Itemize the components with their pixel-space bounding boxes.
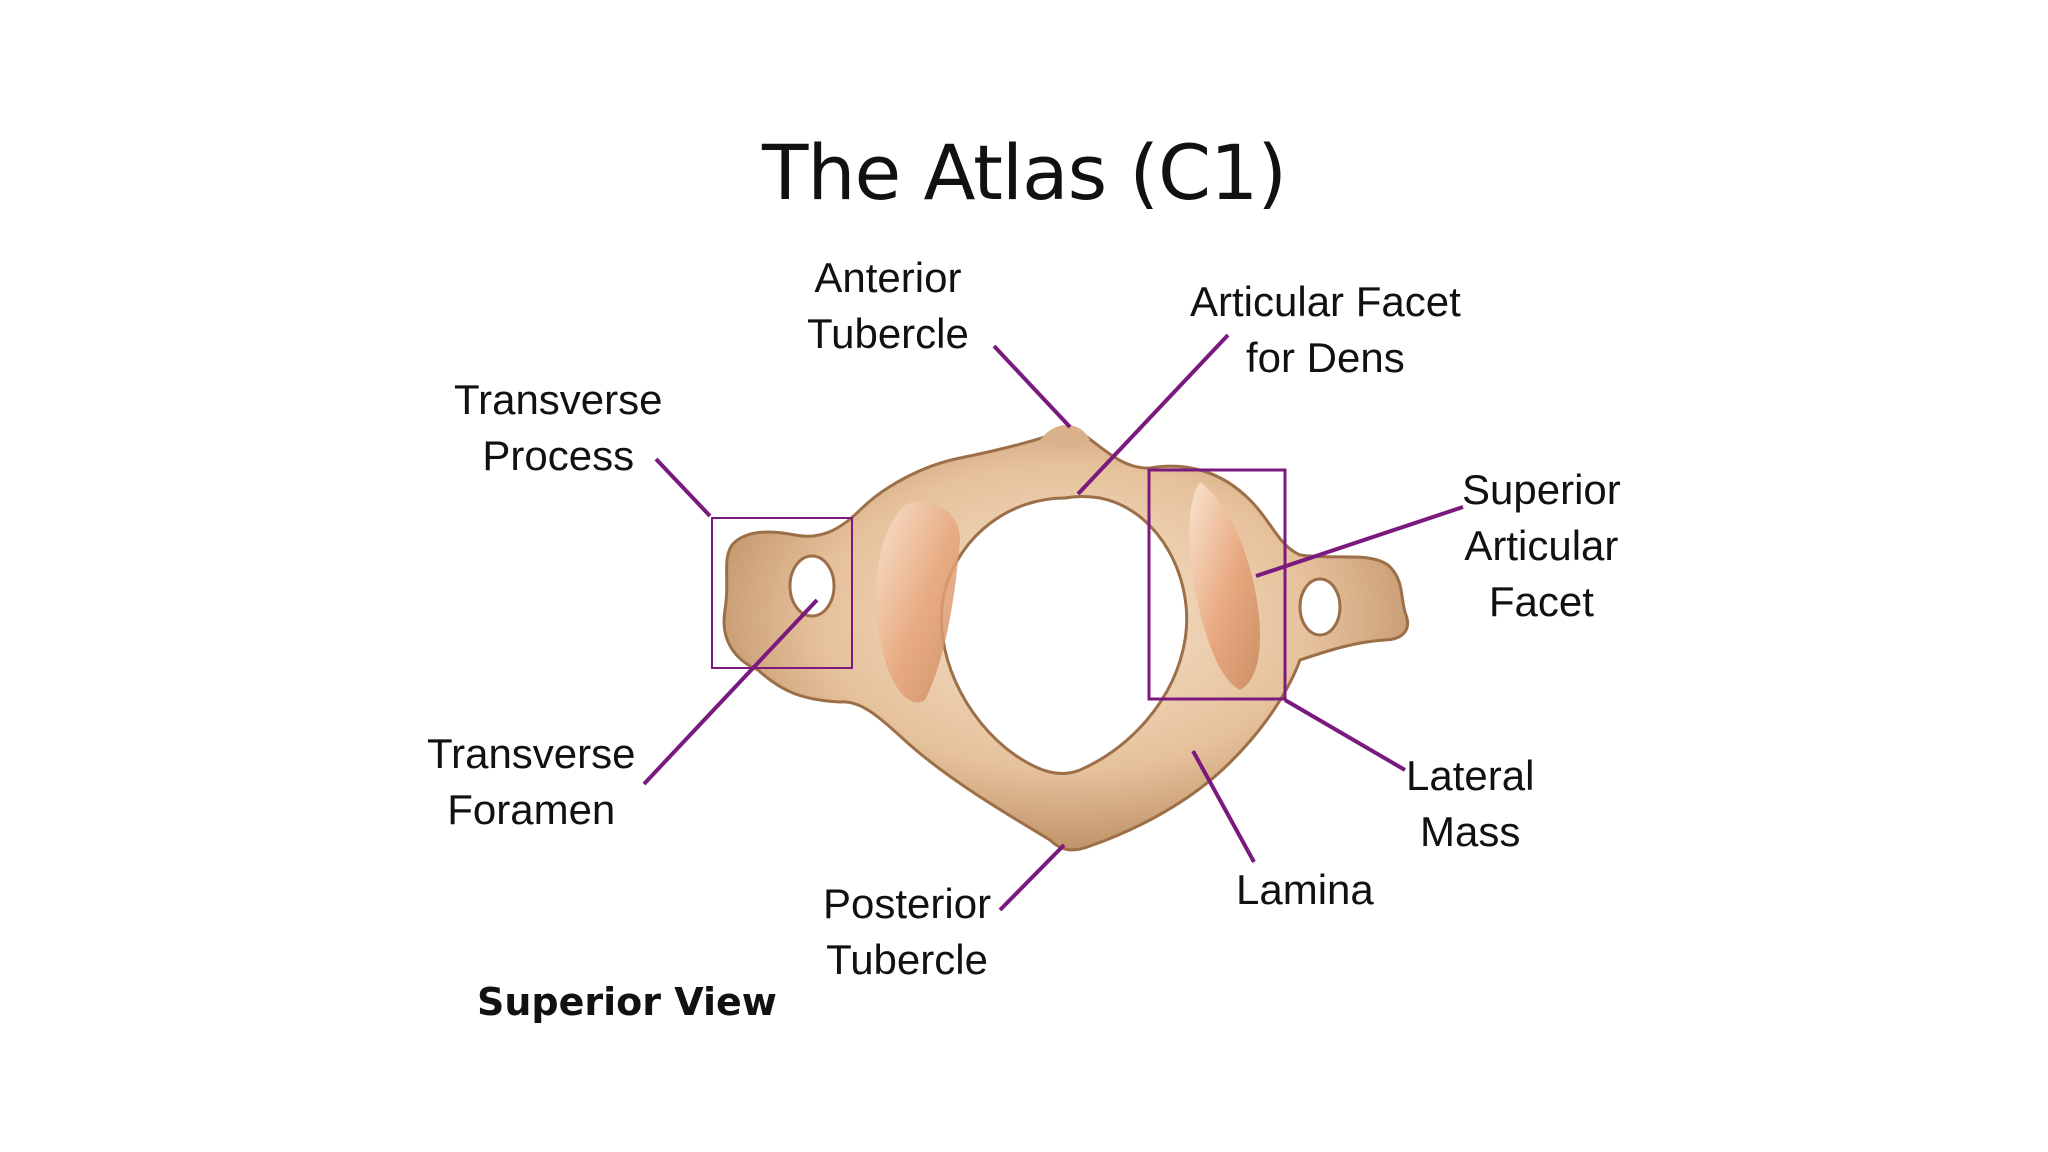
left-articular-facet-shape — [876, 501, 960, 703]
anterior-tubercle-shape — [1040, 425, 1090, 449]
left-transverse-foramen-shape — [788, 554, 836, 618]
label-transverse-foramen: Transverse Foramen — [427, 730, 636, 833]
label-anterior-tubercle: Anterior Tubercle — [807, 254, 969, 357]
leader-posterior-tubercle — [998, 843, 1066, 912]
leader-superior-articular-facet — [1255, 505, 1464, 578]
leader-transverse-foramen — [642, 598, 819, 786]
leader-lines — [642, 333, 1464, 912]
label-superior-articular-facet: Superior Articular Facet — [1462, 466, 1621, 625]
leader-articular-facet-dens — [1076, 333, 1230, 496]
label-lamina: Lamina — [1236, 866, 1374, 913]
label-transverse-process: Transverse Process — [454, 376, 663, 479]
label-posterior-tubercle: Posterior Tubercle — [823, 880, 992, 983]
transverse-process-highlight-box — [711, 517, 853, 669]
label-lateral-mass: Lateral Mass — [1406, 752, 1535, 855]
right-articular-facet-shape — [1189, 482, 1260, 690]
leader-anterior-tubercle — [992, 344, 1072, 429]
right-transverse-foramen-shape — [1298, 577, 1342, 637]
leader-lateral-mass — [1283, 698, 1407, 772]
view-caption: Superior View — [477, 980, 777, 1024]
leader-transverse-process — [654, 457, 712, 518]
leader-lamina — [1191, 750, 1256, 863]
slide-title: The Atlas (C1) — [761, 128, 1287, 217]
atlas-vertebra-illustration — [722, 425, 1409, 852]
lateral-mass-highlight-box — [1147, 468, 1287, 701]
bone-ring — [722, 426, 1409, 852]
label-articular-facet-dens: Articular Facet for Dens — [1190, 278, 1461, 381]
